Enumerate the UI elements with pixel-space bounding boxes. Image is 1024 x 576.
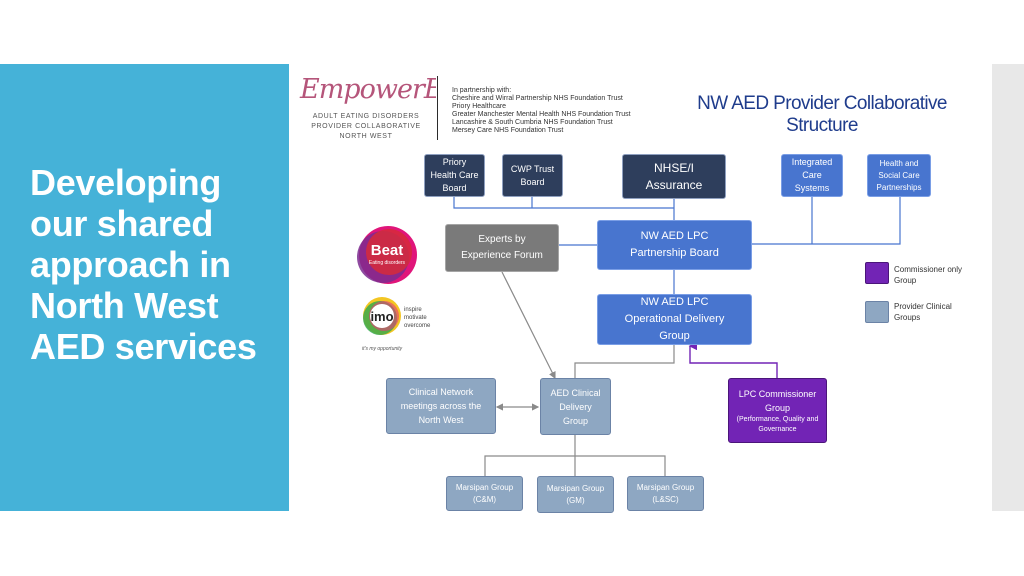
slide-title: Developing our shared approach in North … <box>30 162 257 367</box>
nhsei-node: NHSE/I Assurance <box>622 154 726 199</box>
empowered-tagline-1: ADULT EATING DISORDERS <box>313 113 420 120</box>
board-connector <box>453 197 675 220</box>
empowered-tagline-2: PROVIDER COLLABORATIVE <box>311 123 421 130</box>
experts-node: Experts by Experience Forum <box>445 224 559 272</box>
partner-item: Priory Healthcare <box>452 103 507 110</box>
legend-commissioner-label: Commissioner only Group <box>894 265 963 285</box>
partnership-board-node: NW AED LPC Partnership Board <box>597 220 752 270</box>
priory-board-node: Priory Health Care Board <box>424 154 485 197</box>
partner-heading: In partnership with: <box>452 87 512 94</box>
hscp-node: Health and Social Care Partnerships <box>867 154 931 197</box>
marsipan-lsc-label: Marsipan Group (L&SC) <box>636 482 695 504</box>
marsipan-lsc-node: Marsipan Group (L&SC) <box>627 476 704 511</box>
beat-wordmark: Beat <box>371 242 404 259</box>
priory-board-label: Priory Health Care Board <box>430 157 479 193</box>
odg-node: NW AED LPC Operational Delivery Group <box>597 294 752 345</box>
imo-tagline-3: overcome <box>404 323 431 329</box>
clinical-network-label: Clinical Network meetings across the Nor… <box>400 387 482 425</box>
ics-connector <box>752 197 901 245</box>
odg-label: NW AED LPC Operational Delivery Group <box>624 296 725 342</box>
aed-clinical-label: AED Clinical Delivery Group <box>550 387 601 426</box>
empowered-tagline-3: NORTH WEST <box>340 133 393 140</box>
clinical-network-node: Clinical Network meetings across the Nor… <box>386 378 496 434</box>
lpc-commissioner-node: LPC Commissioner Group (Performance, Qua… <box>728 378 827 443</box>
lpc-commissioner-label: LPC Commissioner Group <box>738 388 817 413</box>
legend-commissioner-swatch <box>865 262 889 284</box>
experts-label: Experts by Experience Forum <box>461 234 543 261</box>
partner-item: Cheshire and Wirral Partnership NHS Foun… <box>452 95 623 102</box>
legend-provider-swatch <box>865 301 889 323</box>
aed-clinical-node: AED Clinical Delivery Group <box>540 378 611 435</box>
lpc-commissioner-sublabel: (Performance, Quality and Governance <box>736 415 819 433</box>
experts-arrow <box>501 271 556 380</box>
partner-list: In partnership with: Cheshire and Wirral… <box>452 87 652 135</box>
imo-footer: it's my opportunity <box>362 346 403 352</box>
imo-logo: imo inspire motivate overcome it's my op… <box>358 294 454 354</box>
partner-item: Greater Manchester Mental Health NHS Fou… <box>452 111 631 118</box>
partner-item: Mersey Care NHS Foundation Trust <box>452 127 564 134</box>
partner-item: Lancashire & South Cumbria NHS Foundatio… <box>452 119 613 126</box>
marsipan-cm-label: Marsipan Group (C&M) <box>455 482 514 504</box>
marsipan-gm-label: Marsipan Group (GM) <box>546 483 605 505</box>
imo-tagline-2: motivate <box>404 315 427 321</box>
nhsei-label: NHSE/I Assurance <box>645 160 703 192</box>
ics-label: Integrated Care Systems <box>791 157 833 193</box>
left-accent-panel <box>0 64 289 511</box>
marsipan-cm-node: Marsipan Group (C&M) <box>446 476 523 511</box>
right-edge-strip <box>992 64 1024 511</box>
marsipan-gm-node: Marsipan Group (GM) <box>537 476 614 513</box>
diagram-title: NW AED Provider Collaborative Structure <box>697 93 947 136</box>
logo-divider <box>437 76 438 140</box>
partnership-board-label: NW AED LPC Partnership Board <box>630 230 719 259</box>
imo-tagline-1: inspire <box>404 307 422 313</box>
commissioner-connector <box>688 341 778 378</box>
imo-wordmark: imo <box>370 309 393 324</box>
beat-logo: Beat Eating disorders <box>356 222 418 286</box>
cwp-board-node: CWP Trust Board <box>502 154 563 197</box>
ics-node: Integrated Care Systems <box>781 154 843 197</box>
hscp-label: Health and Social Care Partnerships <box>876 158 922 192</box>
legend-provider-label: Provider Clinical Groups <box>894 302 952 322</box>
beat-tagline: Eating disorders <box>369 260 406 266</box>
marsipan-connector <box>484 435 666 476</box>
odg-aed-connector <box>574 345 675 380</box>
cwp-board-label: CWP Trust Board <box>510 163 555 187</box>
